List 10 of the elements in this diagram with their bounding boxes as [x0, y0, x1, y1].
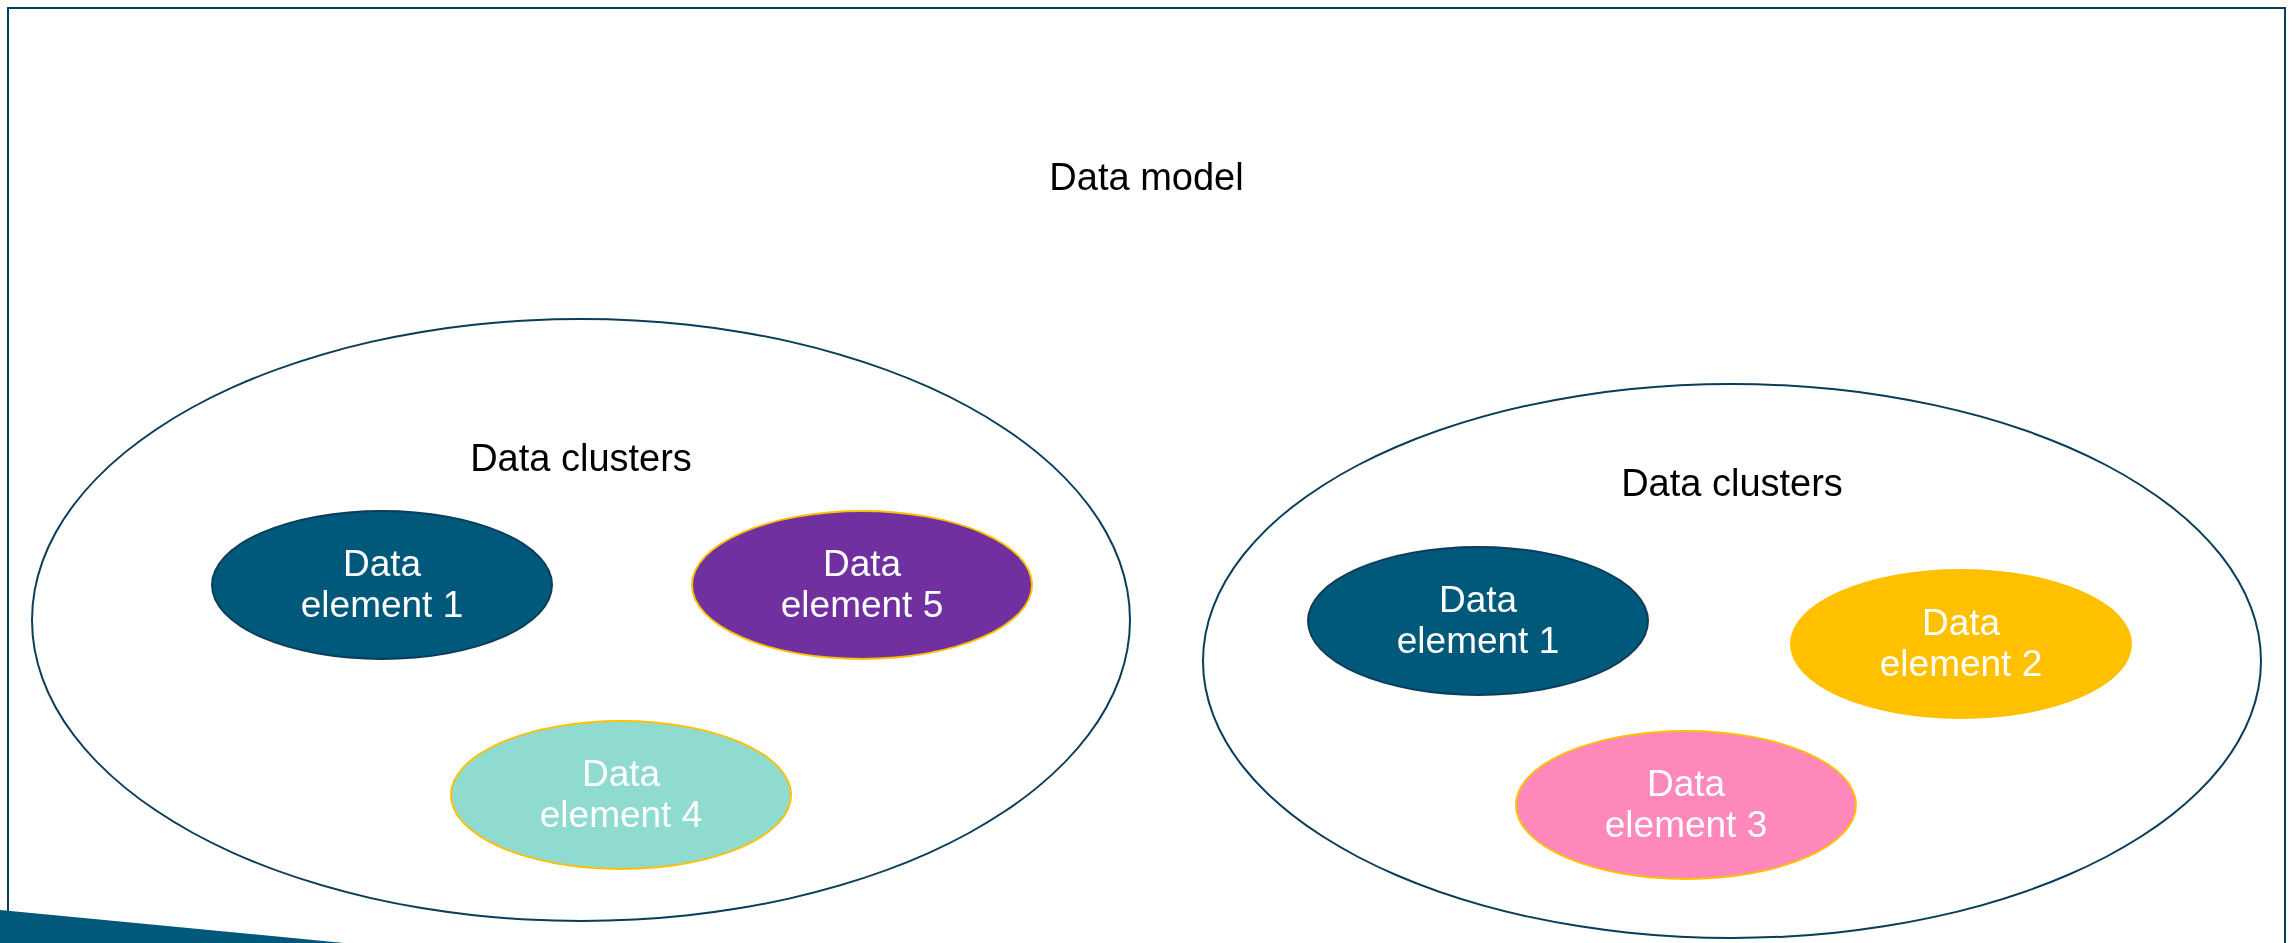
element-label: Data element 4 — [538, 754, 704, 836]
frame-box — [7, 7, 2286, 943]
element-label: Data element 3 — [1603, 764, 1769, 846]
node-title: Data clusters — [469, 436, 693, 481]
element-label: Data element 1 — [1395, 580, 1561, 662]
node-title: Data model — [1048, 155, 1245, 200]
node-title: Data clusters — [1620, 461, 1844, 506]
element-label: Data element 5 — [779, 544, 945, 626]
element-label: Data element 2 — [1878, 603, 2044, 685]
element-label: Data element 1 — [299, 544, 465, 626]
